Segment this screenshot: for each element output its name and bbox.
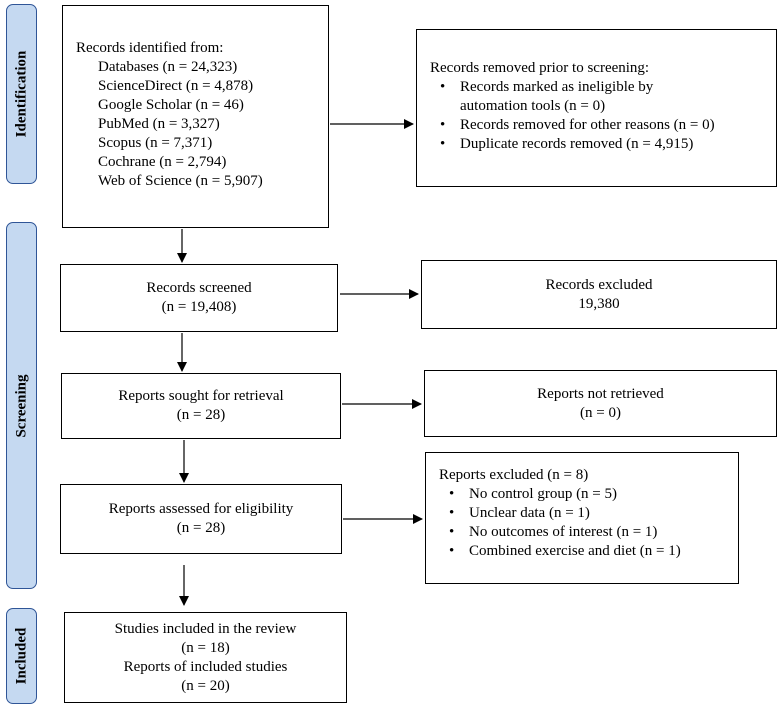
reports-excluded-item: No outcomes of interest (n = 1) — [439, 523, 738, 542]
reports-sought-box: Reports sought for retrieval (n = 28) — [61, 373, 341, 439]
phase-screening: Screening — [6, 222, 37, 589]
records-removed-list: Records marked as ineligible by automati… — [430, 78, 776, 154]
records-removed-heading: Records removed prior to screening: — [430, 60, 650, 76]
source-item: Web of Science (n = 5,907) — [98, 173, 263, 189]
studies-included-label: Studies included in the review — [114, 620, 297, 637]
source-item: Cochrane (n = 2,794) — [98, 154, 227, 170]
reports-excluded-item: Combined exercise and diet (n = 1) — [439, 542, 738, 561]
records-removed-item: Duplicate records removed (n = 4,915) — [430, 135, 776, 154]
reports-excluded-item: Unclear data (n = 1) — [439, 504, 738, 523]
source-item: Google Scholar (n = 46) — [98, 97, 244, 113]
reports-included-label: Reports of included studies — [123, 658, 288, 675]
source-item: PubMed (n = 3,327) — [98, 116, 220, 132]
reports-excluded-item: No control group (n = 5) — [439, 485, 738, 504]
records-removed-item: Records removed for other reasons (n = 0… — [430, 116, 776, 135]
reports-sought-count: (n = 28) — [176, 407, 226, 423]
reports-not-retrieved-label: Reports not retrieved — [537, 385, 664, 402]
source-item: Scopus (n = 7,371) — [98, 135, 213, 151]
reports-assessed-box: Reports assessed for eligibility (n = 28… — [60, 484, 342, 554]
reports-assessed-label: Reports assessed for eligibility — [108, 501, 294, 517]
records-screened-label: Records screened — [146, 280, 252, 296]
records-screened-count: (n = 19,408) — [161, 299, 237, 315]
studies-included-box: Studies included in the review (n = 18) … — [64, 612, 347, 703]
records-removed-box: Records removed prior to screening: Reco… — [416, 29, 777, 187]
reports-assessed-count: (n = 28) — [176, 520, 226, 536]
phase-identification: Identification — [6, 4, 37, 184]
source-item: Databases (n = 24,323) — [98, 59, 238, 75]
records-excluded-label: Records excluded — [545, 276, 653, 293]
phase-included: Included — [6, 608, 37, 704]
records-identified-box: Records identified from: Databases (n = … — [62, 5, 329, 228]
records-removed-item: Records marked as ineligible by automati… — [430, 78, 776, 116]
records-excluded-box: Records excluded 19,380 — [421, 260, 777, 329]
reports-not-retrieved-box: Reports not retrieved (n = 0) — [424, 370, 777, 437]
reports-included-count: (n = 20) — [181, 677, 230, 694]
reports-excluded-list: No control group (n = 5) Unclear data (n… — [439, 485, 738, 561]
records-screened-box: Records screened (n = 19,408) — [60, 264, 338, 332]
records-identified-heading: Records identified from: — [76, 40, 224, 56]
studies-included-count: (n = 18) — [181, 639, 230, 656]
reports-sought-label: Reports sought for retrieval — [118, 388, 284, 404]
records-excluded-count: 19,380 — [578, 295, 620, 312]
source-item: ScienceDirect (n = 4,878) — [98, 78, 254, 94]
reports-not-retrieved-count: (n = 0) — [580, 404, 621, 421]
reports-excluded-box: Reports excluded (n = 8) No control grou… — [425, 452, 739, 584]
reports-excluded-heading: Reports excluded (n = 8) — [439, 467, 589, 483]
